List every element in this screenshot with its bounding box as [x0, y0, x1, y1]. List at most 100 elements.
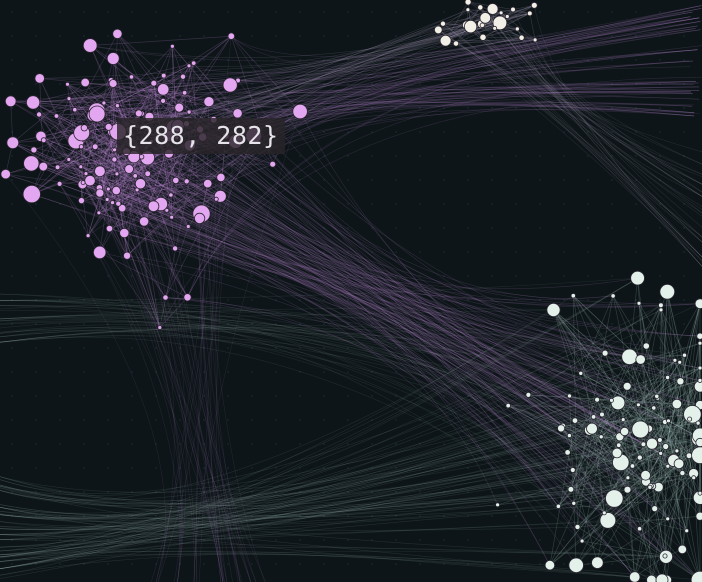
white-cluster-top-node[interactable] [492, 15, 508, 31]
pink-cluster-node[interactable] [134, 178, 147, 190]
mint-cluster-node[interactable] [630, 270, 645, 286]
pink-cluster-node[interactable] [222, 77, 238, 93]
pink-cluster-node[interactable] [190, 60, 197, 66]
pink-cluster-node[interactable] [91, 143, 99, 151]
mint-cluster-node[interactable] [571, 417, 579, 424]
mint-cluster-node[interactable] [610, 395, 626, 411]
mint-cluster-node[interactable] [697, 378, 702, 383]
white-cluster-top-node[interactable] [498, 10, 504, 16]
mint-cluster-node[interactable] [505, 402, 511, 409]
white-cluster-top-node[interactable] [526, 10, 533, 17]
mint-cluster-node[interactable] [683, 405, 702, 424]
mint-cluster-node[interactable] [636, 402, 641, 408]
pink-cluster-node[interactable] [85, 233, 91, 239]
mint-cluster-node[interactable] [640, 469, 651, 481]
pink-cluster-node[interactable] [106, 52, 120, 65]
pink-cluster-node[interactable] [80, 77, 90, 88]
pink-cluster-node[interactable] [53, 113, 60, 119]
pink-cluster-node[interactable] [84, 174, 96, 187]
pink-cluster-node[interactable] [88, 105, 106, 123]
pink-cluster-node[interactable] [56, 180, 63, 187]
mint-cluster-node[interactable] [591, 556, 604, 569]
mint-cluster-node[interactable] [621, 348, 638, 366]
mint-cluster-node[interactable] [631, 420, 650, 439]
pink-cluster-node[interactable] [162, 294, 169, 301]
pink-cluster-node[interactable] [80, 124, 88, 132]
pink-cluster-node[interactable] [147, 200, 160, 213]
mint-cluster-node[interactable] [697, 365, 702, 371]
pink-cluster-node[interactable] [22, 185, 41, 204]
pink-cluster-node[interactable] [183, 293, 192, 302]
mint-cluster-node[interactable] [609, 397, 614, 403]
pink-cluster-node[interactable] [112, 28, 123, 39]
pink-cluster-node[interactable] [124, 164, 134, 174]
mint-cluster-node[interactable] [594, 396, 600, 403]
mint-cluster-node[interactable] [564, 449, 571, 456]
mint-cluster-node[interactable] [601, 510, 607, 516]
mint-cluster-node[interactable] [586, 422, 598, 435]
pink-cluster-node[interactable] [114, 103, 120, 109]
white-cluster-top-node[interactable] [532, 37, 538, 43]
mint-cluster-node[interactable] [646, 437, 659, 450]
mint-cluster-node[interactable] [659, 283, 676, 300]
pink-cluster-node[interactable] [80, 180, 86, 186]
pink-cluster-node[interactable] [65, 81, 70, 87]
pink-cluster-node[interactable] [144, 170, 152, 178]
pink-cluster-node[interactable] [110, 200, 115, 206]
mint-cluster-node[interactable] [677, 359, 683, 365]
pink-cluster-node[interactable] [114, 171, 120, 177]
pink-cluster-node[interactable] [134, 109, 143, 118]
pink-cluster-node[interactable] [119, 227, 130, 239]
pink-cluster-node[interactable] [128, 74, 135, 80]
mint-cluster-node[interactable] [676, 377, 685, 386]
mint-cluster-node[interactable] [674, 448, 680, 454]
mint-cluster-node[interactable] [696, 332, 702, 340]
mint-cluster-node[interactable] [610, 293, 616, 299]
pink-cluster-node[interactable] [112, 147, 117, 153]
mint-cluster-node[interactable] [525, 391, 532, 398]
mint-cluster-node[interactable] [687, 416, 693, 422]
pink-cluster-node[interactable] [139, 216, 150, 227]
mint-cluster-node[interactable] [655, 573, 669, 582]
mint-cluster-node[interactable] [690, 570, 702, 582]
mint-cluster-node[interactable] [598, 434, 604, 440]
pink-cluster-node[interactable] [269, 160, 277, 168]
mint-cluster-node[interactable] [557, 424, 566, 433]
pink-cluster-node[interactable] [117, 203, 127, 213]
mint-cluster-node[interactable] [651, 505, 659, 513]
pink-cluster-node[interactable] [94, 165, 106, 178]
pink-cluster-node[interactable] [292, 103, 308, 120]
mint-cluster-node[interactable] [571, 500, 577, 506]
pink-cluster-node[interactable] [105, 186, 111, 192]
pink-cluster-node[interactable] [83, 171, 89, 177]
pink-cluster-node[interactable] [232, 108, 243, 119]
white-cluster-top-node[interactable] [465, 7, 471, 13]
mint-cluster-node[interactable] [622, 381, 632, 391]
pink-cluster-node[interactable] [138, 154, 145, 160]
mint-cluster-node[interactable] [697, 490, 702, 496]
white-cluster-top-node[interactable] [530, 1, 538, 9]
mint-cluster-node[interactable] [694, 298, 702, 309]
pink-cluster-node[interactable] [72, 107, 78, 113]
white-cluster-top-node[interactable] [510, 6, 516, 13]
pink-cluster-node[interactable] [34, 73, 45, 84]
mint-cluster-node[interactable] [544, 560, 556, 571]
mint-cluster-node[interactable] [636, 526, 643, 532]
mint-cluster-node[interactable] [636, 454, 643, 461]
mint-cluster-node[interactable] [684, 528, 690, 534]
mint-cluster-node[interactable] [646, 574, 657, 582]
pink-cluster-node[interactable] [132, 173, 138, 179]
mint-cluster-node[interactable] [601, 349, 609, 357]
pink-cluster-node[interactable] [164, 207, 170, 213]
mint-cluster-node[interactable] [567, 486, 575, 493]
pink-cluster-node[interactable] [111, 186, 121, 196]
white-cluster-top-node[interactable] [439, 20, 446, 27]
pink-cluster-node[interactable] [54, 164, 61, 171]
mint-cluster-node[interactable] [599, 512, 617, 529]
mint-cluster-node[interactable] [679, 470, 686, 477]
pink-cluster-node[interactable] [181, 90, 188, 96]
mint-cluster-node[interactable] [685, 452, 693, 460]
white-cluster-top-node[interactable] [492, 25, 498, 31]
pink-cluster-node[interactable] [185, 224, 191, 229]
pink-cluster-node[interactable] [203, 96, 215, 108]
